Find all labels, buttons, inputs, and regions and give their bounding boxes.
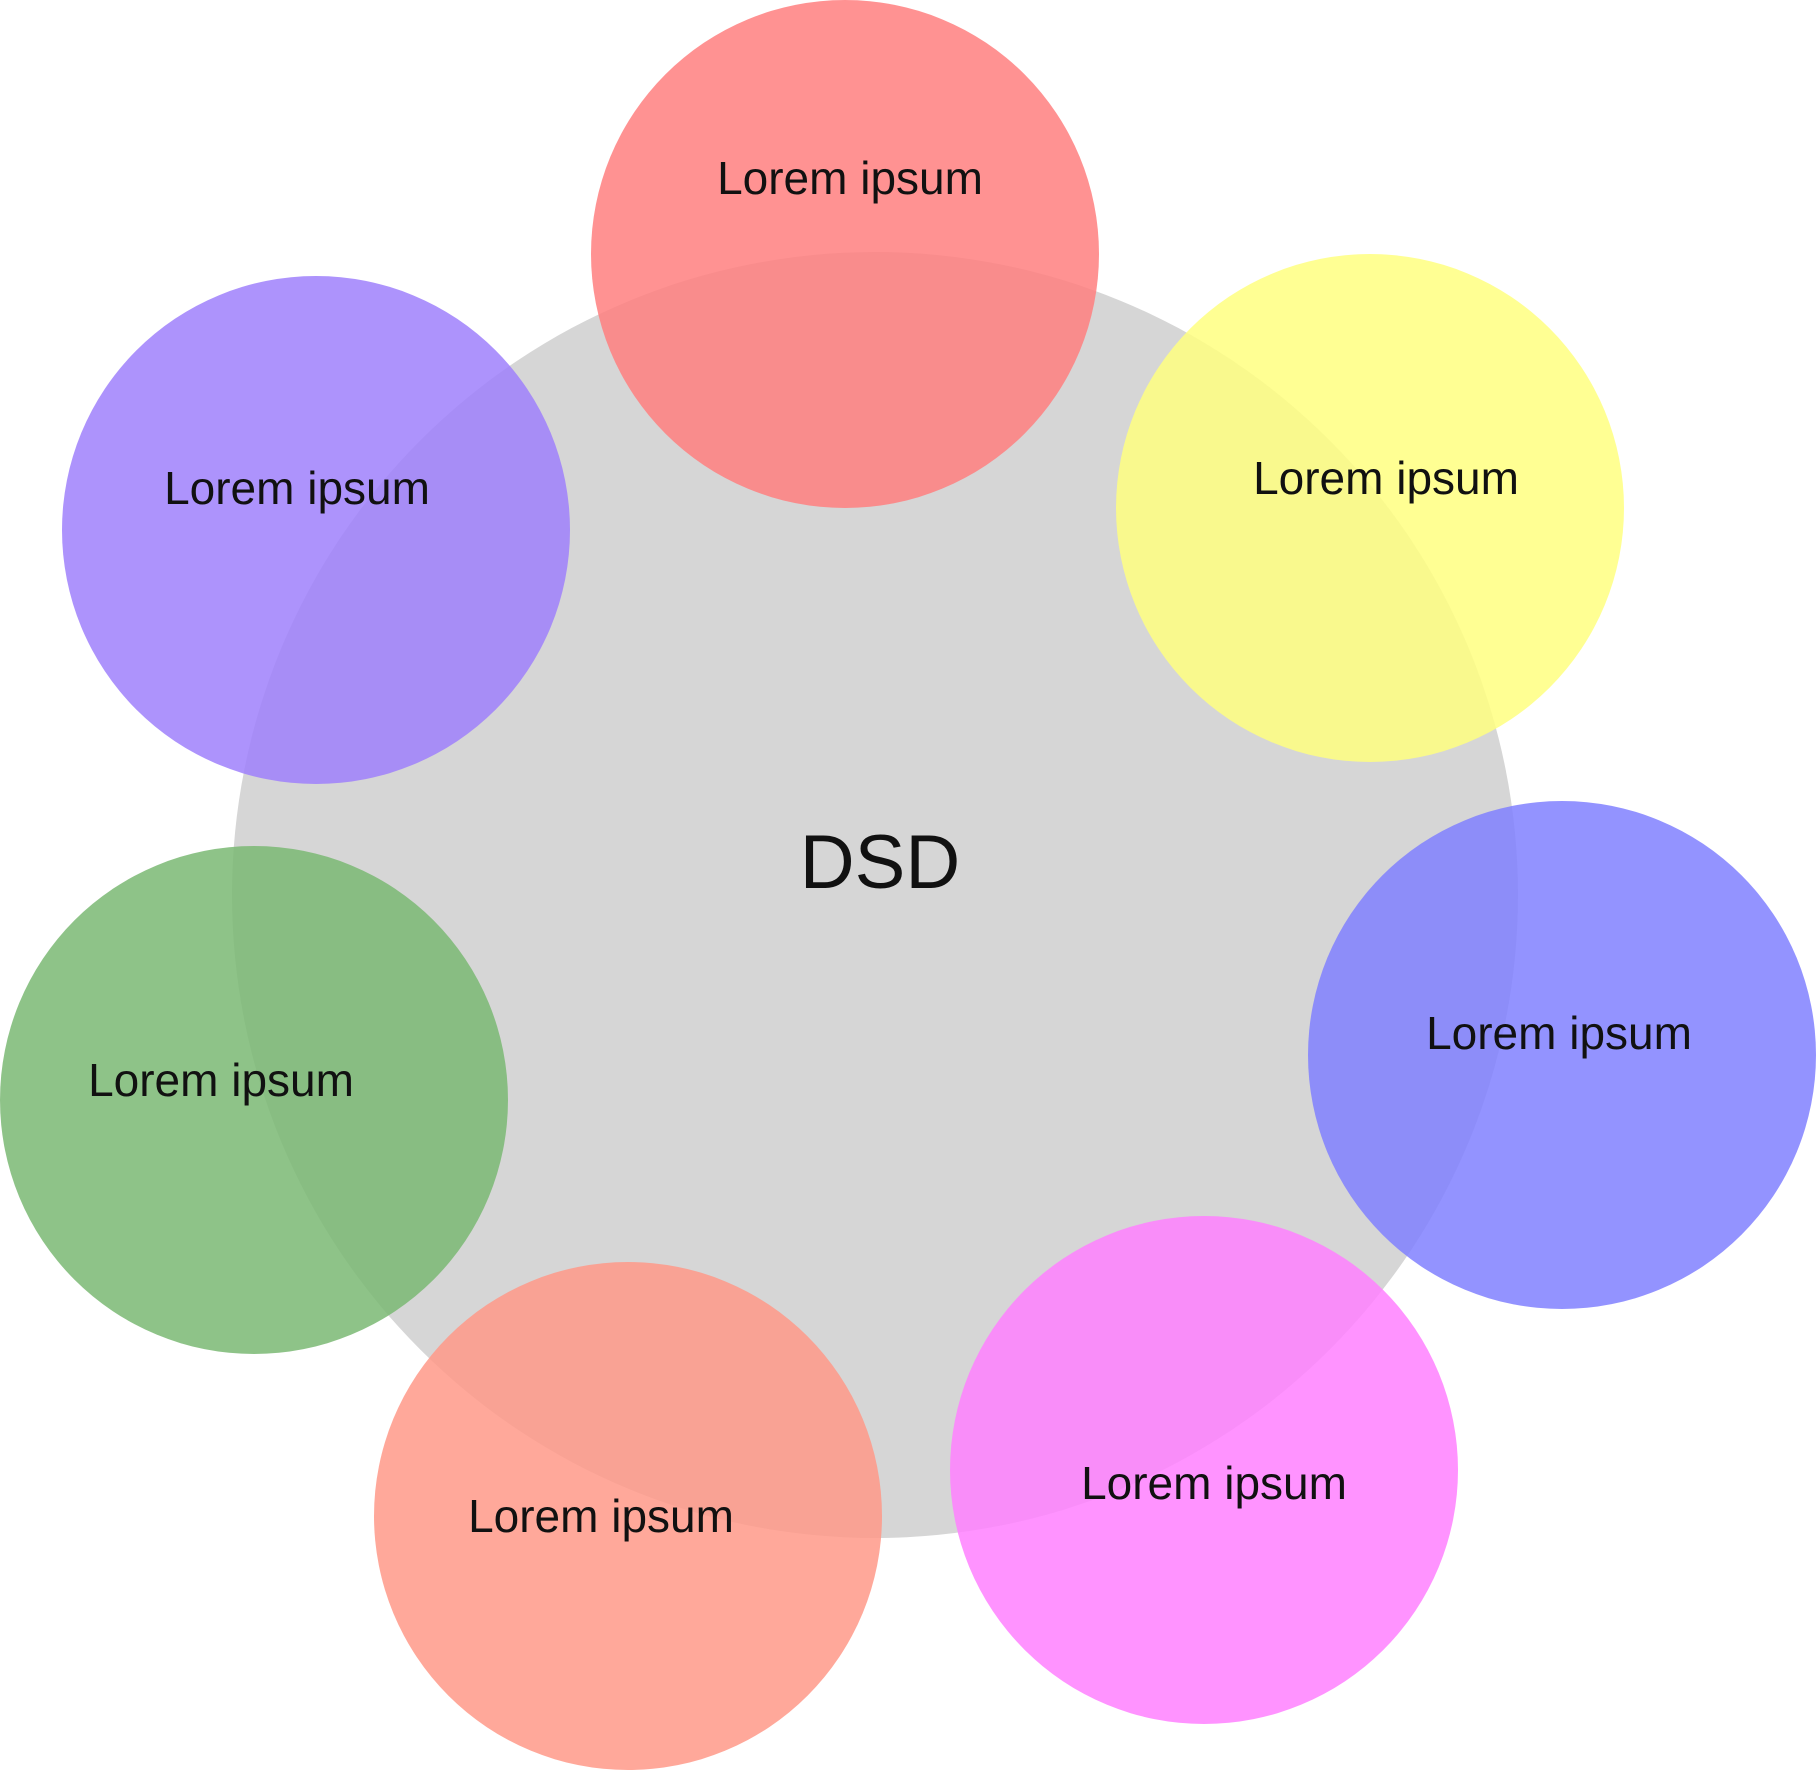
satellite-label-2: Lorem ipsum xyxy=(1253,452,1519,504)
satellite-circle-5 xyxy=(374,1262,882,1770)
satellite-node-7: Lorem ipsum xyxy=(62,276,570,784)
satellite-node-3: Lorem ipsum xyxy=(1308,801,1816,1309)
satellite-circle-3 xyxy=(1308,801,1816,1309)
satellite-node-1: Lorem ipsum xyxy=(591,0,1099,508)
center-label: DSD xyxy=(800,820,960,905)
satellite-circle-6 xyxy=(0,846,508,1354)
satellite-circle-2 xyxy=(1116,254,1624,762)
satellite-node-4: Lorem ipsum xyxy=(950,1216,1458,1724)
satellite-label-4: Lorem ipsum xyxy=(1081,1457,1347,1509)
satellite-circle-1 xyxy=(591,0,1099,508)
satellite-label-3: Lorem ipsum xyxy=(1426,1007,1692,1059)
satellite-label-6: Lorem ipsum xyxy=(88,1054,354,1106)
satellite-label-1: Lorem ipsum xyxy=(717,152,983,204)
satellite-circle-7 xyxy=(62,276,570,784)
satellite-node-2: Lorem ipsum xyxy=(1116,254,1624,762)
satellite-node-6: Lorem ipsum xyxy=(0,846,508,1354)
satellite-circle-4 xyxy=(950,1216,1458,1724)
satellite-node-5: Lorem ipsum xyxy=(374,1262,882,1770)
satellite-label-7: Lorem ipsum xyxy=(164,462,430,514)
satellite-label-5: Lorem ipsum xyxy=(468,1490,734,1542)
